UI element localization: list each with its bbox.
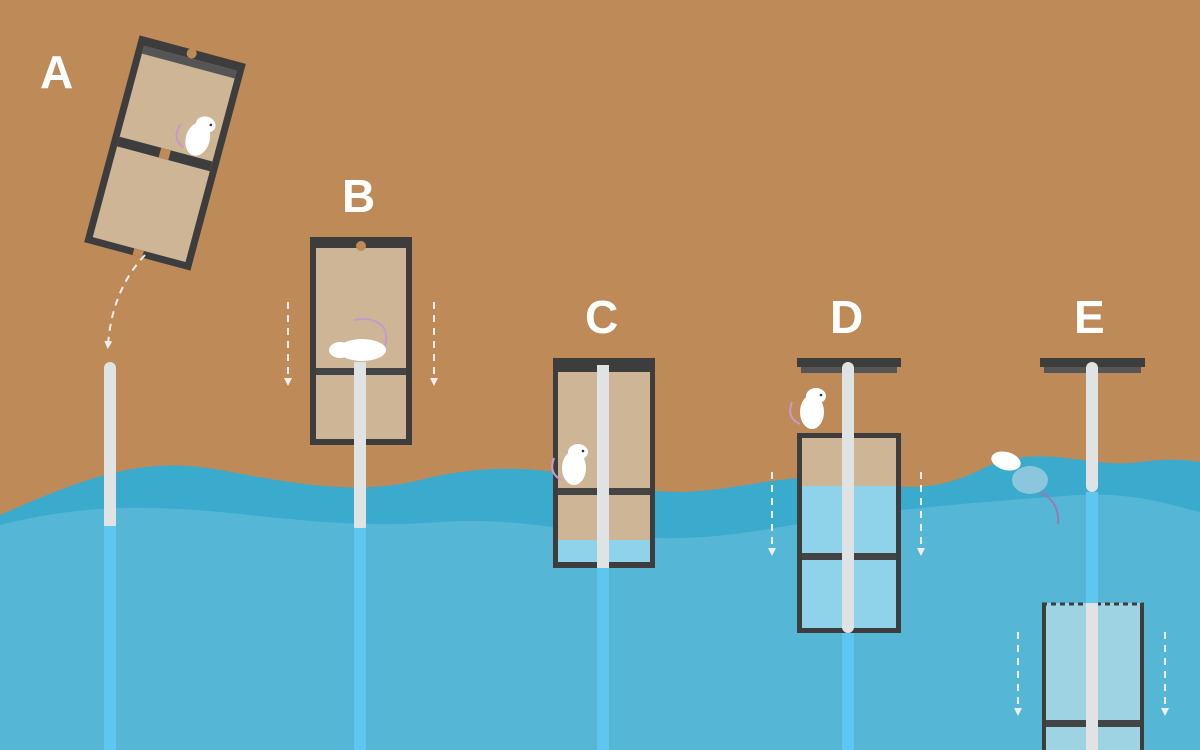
pole-a [104,362,116,750]
panel-label-d: D [830,291,863,343]
panel-label-e: E [1074,291,1105,343]
container-a [84,35,246,271]
container-d [789,358,901,750]
container-e [1040,358,1145,750]
swimming-mouse [991,451,1060,525]
mouse [329,318,388,361]
container-c [551,358,655,750]
panel-label-c: C [585,291,618,343]
panel-label-b: B [342,170,375,222]
container-b [310,237,412,445]
panel-label-a: A [40,46,73,98]
